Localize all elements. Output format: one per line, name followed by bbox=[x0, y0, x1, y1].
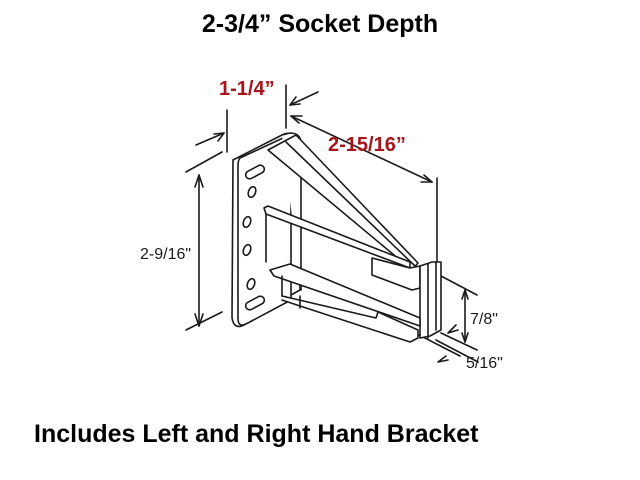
footer-caption: Includes Left and Right Hand Bracket bbox=[34, 420, 479, 448]
dim-socket-height-label: 7/8" bbox=[470, 311, 498, 328]
mounting-holes bbox=[242, 185, 257, 291]
dim-socket-height-lines bbox=[440, 275, 478, 351]
page-title: 2-3/4” Socket Depth bbox=[201, 10, 439, 38]
dim-plate-thickness-label: 1-1/4” bbox=[219, 78, 275, 100]
dim-plate-height-label: 2-9/16" bbox=[140, 246, 192, 263]
dim-socket-length-lines bbox=[290, 115, 438, 263]
dim-socket-length-label: 2-15/16” bbox=[328, 134, 406, 156]
gusset bbox=[267, 134, 419, 271]
socket-channel bbox=[419, 261, 442, 339]
dim-plate-height-lines bbox=[185, 151, 223, 331]
dim-plate-thickness-lines bbox=[195, 84, 319, 153]
lower-flange bbox=[269, 263, 421, 343]
dim-socket-width-label: 5/16" bbox=[466, 355, 503, 372]
